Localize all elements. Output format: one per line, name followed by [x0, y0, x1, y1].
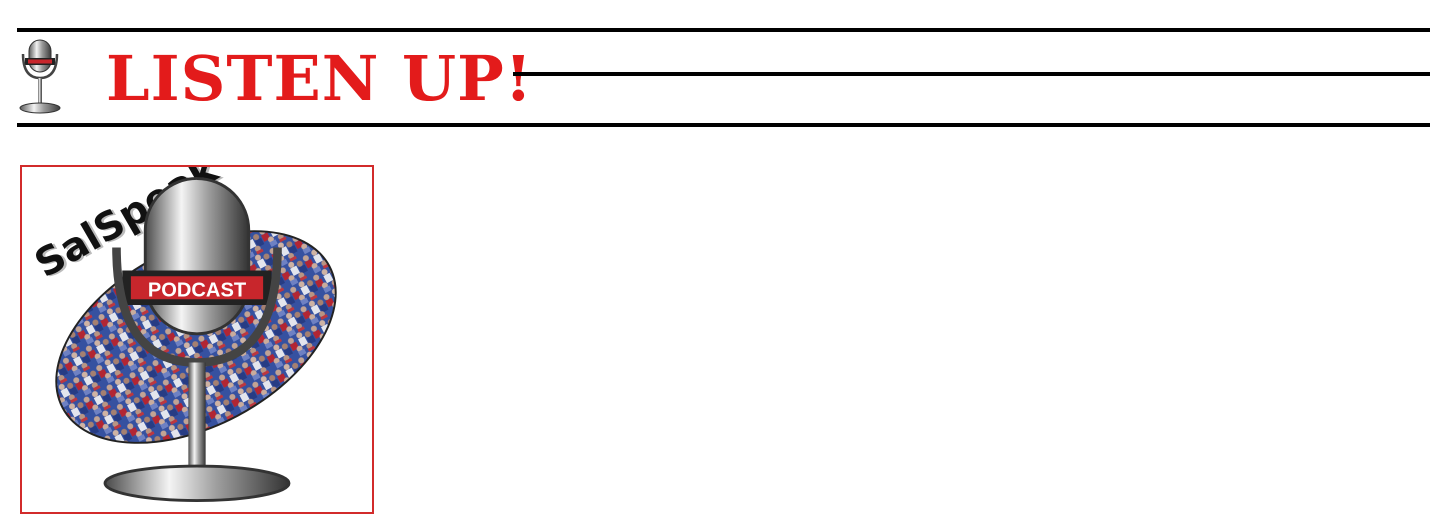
- header-bottom-rule: [17, 123, 1430, 127]
- header-top-rule: [17, 28, 1430, 32]
- page-title: LISTEN UP!: [106, 42, 533, 115]
- header-title-rule: [513, 72, 1430, 76]
- podcast-cover-card[interactable]: SalSpeak PODCAST: [20, 165, 374, 514]
- podcast-microphone-icon: [19, 39, 61, 114]
- mic-label: PODCAST: [148, 279, 247, 301]
- podcast-microphone-icon: PODCAST: [103, 177, 291, 502]
